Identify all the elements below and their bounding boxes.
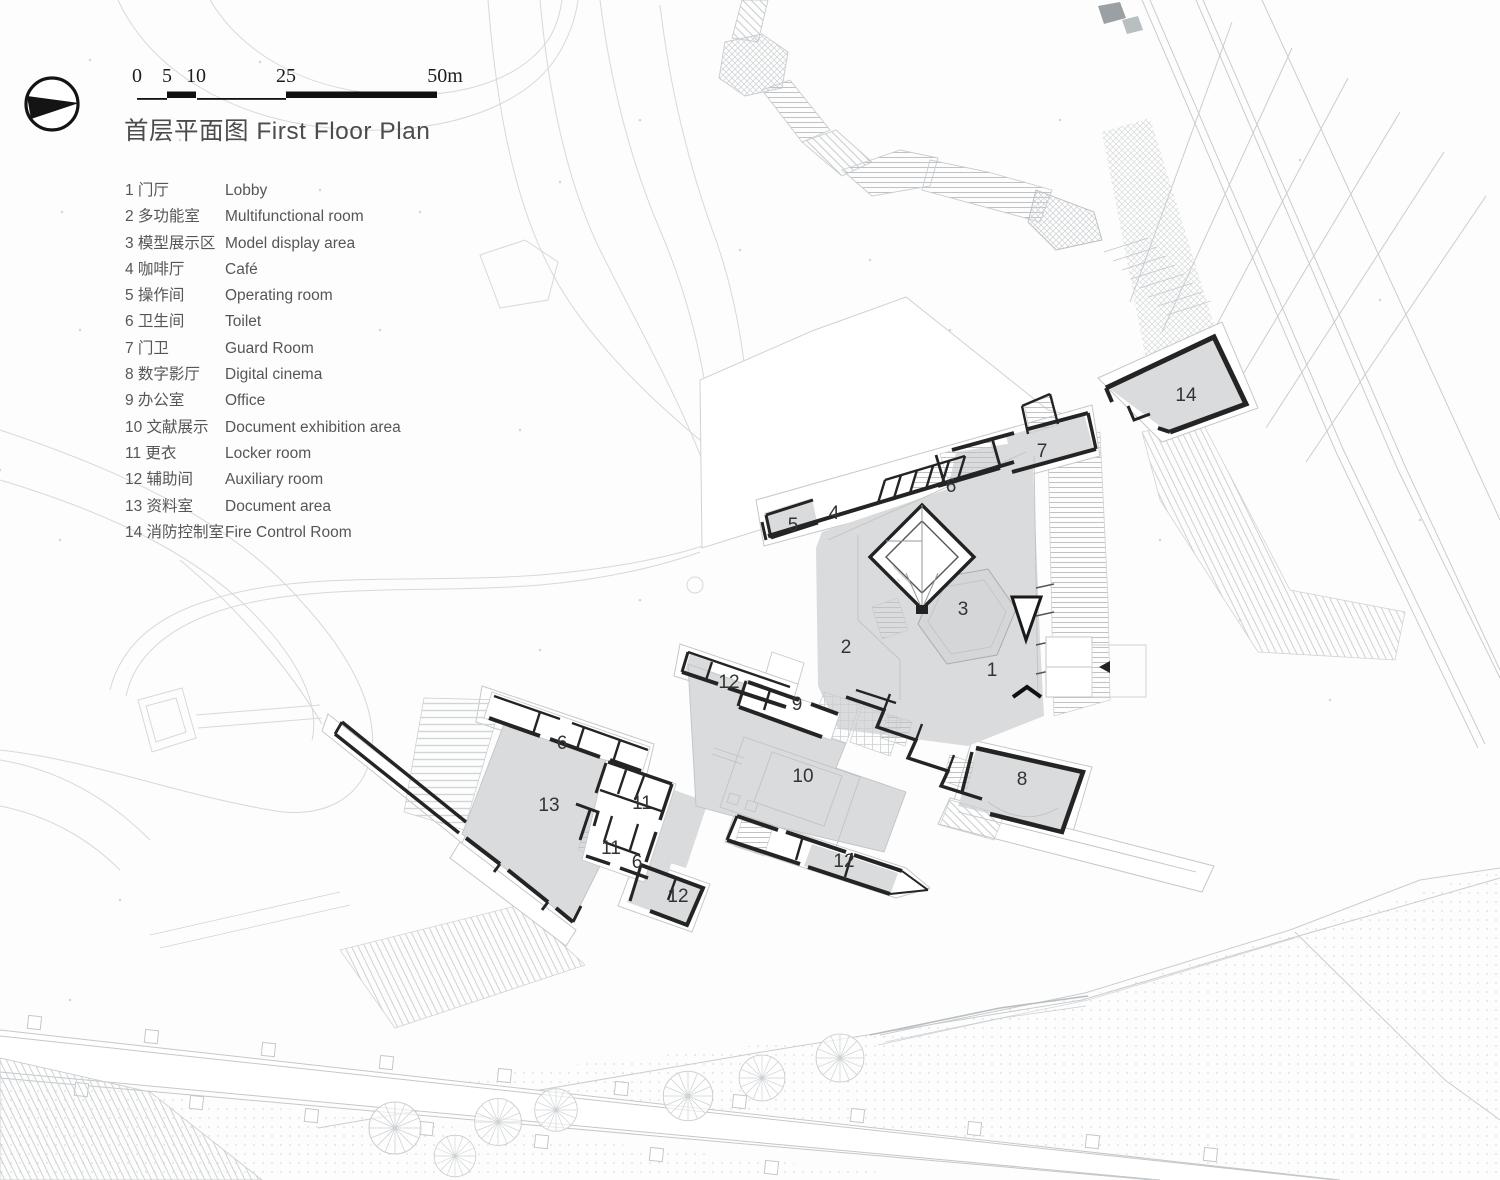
terraces-south-west xyxy=(0,891,586,1180)
legend-item: 9 办公室 Office xyxy=(125,388,401,414)
room-number-label: 10 xyxy=(792,766,813,787)
page-title: 首层平面图 First Floor Plan xyxy=(124,112,430,147)
legend-item: 1 门厅 Lobby xyxy=(125,178,401,204)
legend-item: 13 资料室 Document area xyxy=(125,494,401,520)
legend-item-zh: 2 多功能室 xyxy=(125,208,200,226)
room-number-label: 5 xyxy=(788,515,799,536)
legend-item-zh: 12 辅助间 xyxy=(125,471,194,489)
legend-item-en: Café xyxy=(225,260,258,278)
legend-item-zh: 14 消防控制室 xyxy=(125,523,225,541)
model-display-hexagon xyxy=(917,568,1017,665)
room-number-label: 8 xyxy=(1017,769,1028,790)
scale-tick-5: 5 xyxy=(162,65,172,87)
legend-item-en: Lobby xyxy=(225,182,268,199)
legend-item-en: Model display area xyxy=(225,234,356,252)
page-title-zh: 首层平面图 xyxy=(124,118,249,145)
room-12c-fill xyxy=(627,866,702,924)
legend-item: 11 更衣 Locker room xyxy=(125,441,401,467)
hillside-path xyxy=(718,0,1103,251)
room-number-label: 6 xyxy=(946,476,957,497)
legend-item-en: Multifunctional room xyxy=(225,208,364,226)
legend-item: 2 多功能室 Multifunctional room xyxy=(125,204,401,230)
legend-item-en: Office xyxy=(225,392,266,410)
legend-item-en: Auxiliary room xyxy=(225,471,324,489)
room-number-label: 12 xyxy=(667,886,688,907)
legend-item-zh: 5 操作间 xyxy=(125,287,185,305)
legend-item-en: Document area xyxy=(225,497,331,515)
legend-item: 10 文献展示 Document exhibition area xyxy=(125,415,401,441)
legend-item-zh: 1 门厅 xyxy=(125,182,169,199)
band12-cells xyxy=(804,844,898,895)
legend-item-zh: 3 模型展示区 xyxy=(125,234,216,252)
room-number-label: 6 xyxy=(557,733,568,754)
legend-item-zh: 8 数字影厅 xyxy=(125,366,200,384)
room-5-fill xyxy=(764,498,817,537)
room-13-fill xyxy=(462,724,646,922)
legend-item-zh: 11 更衣 xyxy=(125,444,177,462)
legend-item-zh: 9 办公室 xyxy=(125,392,185,410)
legend-item-en: Guard Room xyxy=(225,339,314,357)
room-number-label: 2 xyxy=(841,637,852,658)
central-stair-diamond xyxy=(867,502,977,614)
scale-tick-0: 0 xyxy=(132,65,142,87)
room-number-label: 12 xyxy=(833,851,854,872)
white-wings xyxy=(483,651,841,883)
room-number-label: 7 xyxy=(1037,441,1048,462)
site-roads-north-east xyxy=(1098,0,1500,749)
room-number-label: 12 xyxy=(718,672,739,693)
room-number-label: 13 xyxy=(538,795,559,816)
legend-item-zh: 10 文献展示 xyxy=(125,418,209,436)
room-number-label: 11 xyxy=(601,838,621,859)
legend-item-en: Toilet xyxy=(225,313,262,331)
scale-tick-50m: 50m xyxy=(427,65,463,87)
legend-item: 4 咖啡厅 Café xyxy=(125,257,401,283)
legend-item-zh: 13 资料室 xyxy=(125,497,194,515)
legend-item: 14 消防控制室Fire Control Room xyxy=(125,520,401,546)
room-number-label: 1 xyxy=(987,660,998,681)
room-number-label: 3 xyxy=(958,599,969,620)
room-number-label: 14 xyxy=(1175,385,1197,406)
lower-slab-fill xyxy=(688,664,906,852)
room-7-fill xyxy=(1006,414,1094,472)
legend-item-en: Digital cinema xyxy=(225,366,323,384)
room-number-label: 4 xyxy=(829,503,840,524)
legend-item: 6 卫生间 Toilet xyxy=(125,309,401,335)
legend-item: 5 操作间 Operating room xyxy=(125,283,401,309)
legend-item-zh: 4 咖啡厅 xyxy=(125,260,185,278)
walls xyxy=(333,333,1250,928)
legend-item: 8 数字影厅 Digital cinema xyxy=(125,362,401,388)
legend-item-en: Operating room xyxy=(225,287,333,305)
scale-tick-25: 25 xyxy=(276,65,296,87)
room-number-label: 6 xyxy=(632,852,643,873)
page-title-en: First Floor Plan xyxy=(256,118,431,145)
legend-item-zh: 7 门卫 xyxy=(125,339,169,357)
room-number-label: 11 xyxy=(632,793,652,814)
legend-item-en: Locker room xyxy=(225,444,312,462)
north-compass-icon xyxy=(24,76,80,132)
legend-item-en: Fire Control Room xyxy=(225,523,352,541)
room-14-fill xyxy=(1106,335,1246,432)
site-speckles xyxy=(0,58,1422,1002)
legend-item: 3 模型展示区 Model display area xyxy=(125,231,401,257)
entry-marks xyxy=(1009,583,1147,699)
room-8-fill xyxy=(958,747,1082,831)
scale-bar: 0 5 10 25 50m xyxy=(132,65,463,100)
legend: 1 门厅 Lobby 2 多功能室 Multifunctional room 3 模型展… xyxy=(125,178,401,546)
legend-item-en: Document exhibition area xyxy=(225,418,401,436)
legend-item-zh: 6 卫生间 xyxy=(125,313,185,331)
legend-item: 12 辅助间 Auxiliary room xyxy=(125,467,401,493)
room-number-label: 9 xyxy=(792,694,803,715)
site-contours xyxy=(0,0,763,871)
scale-tick-10: 10 xyxy=(186,65,206,87)
legend-item: 7 门卫 Guard Room xyxy=(125,336,401,362)
